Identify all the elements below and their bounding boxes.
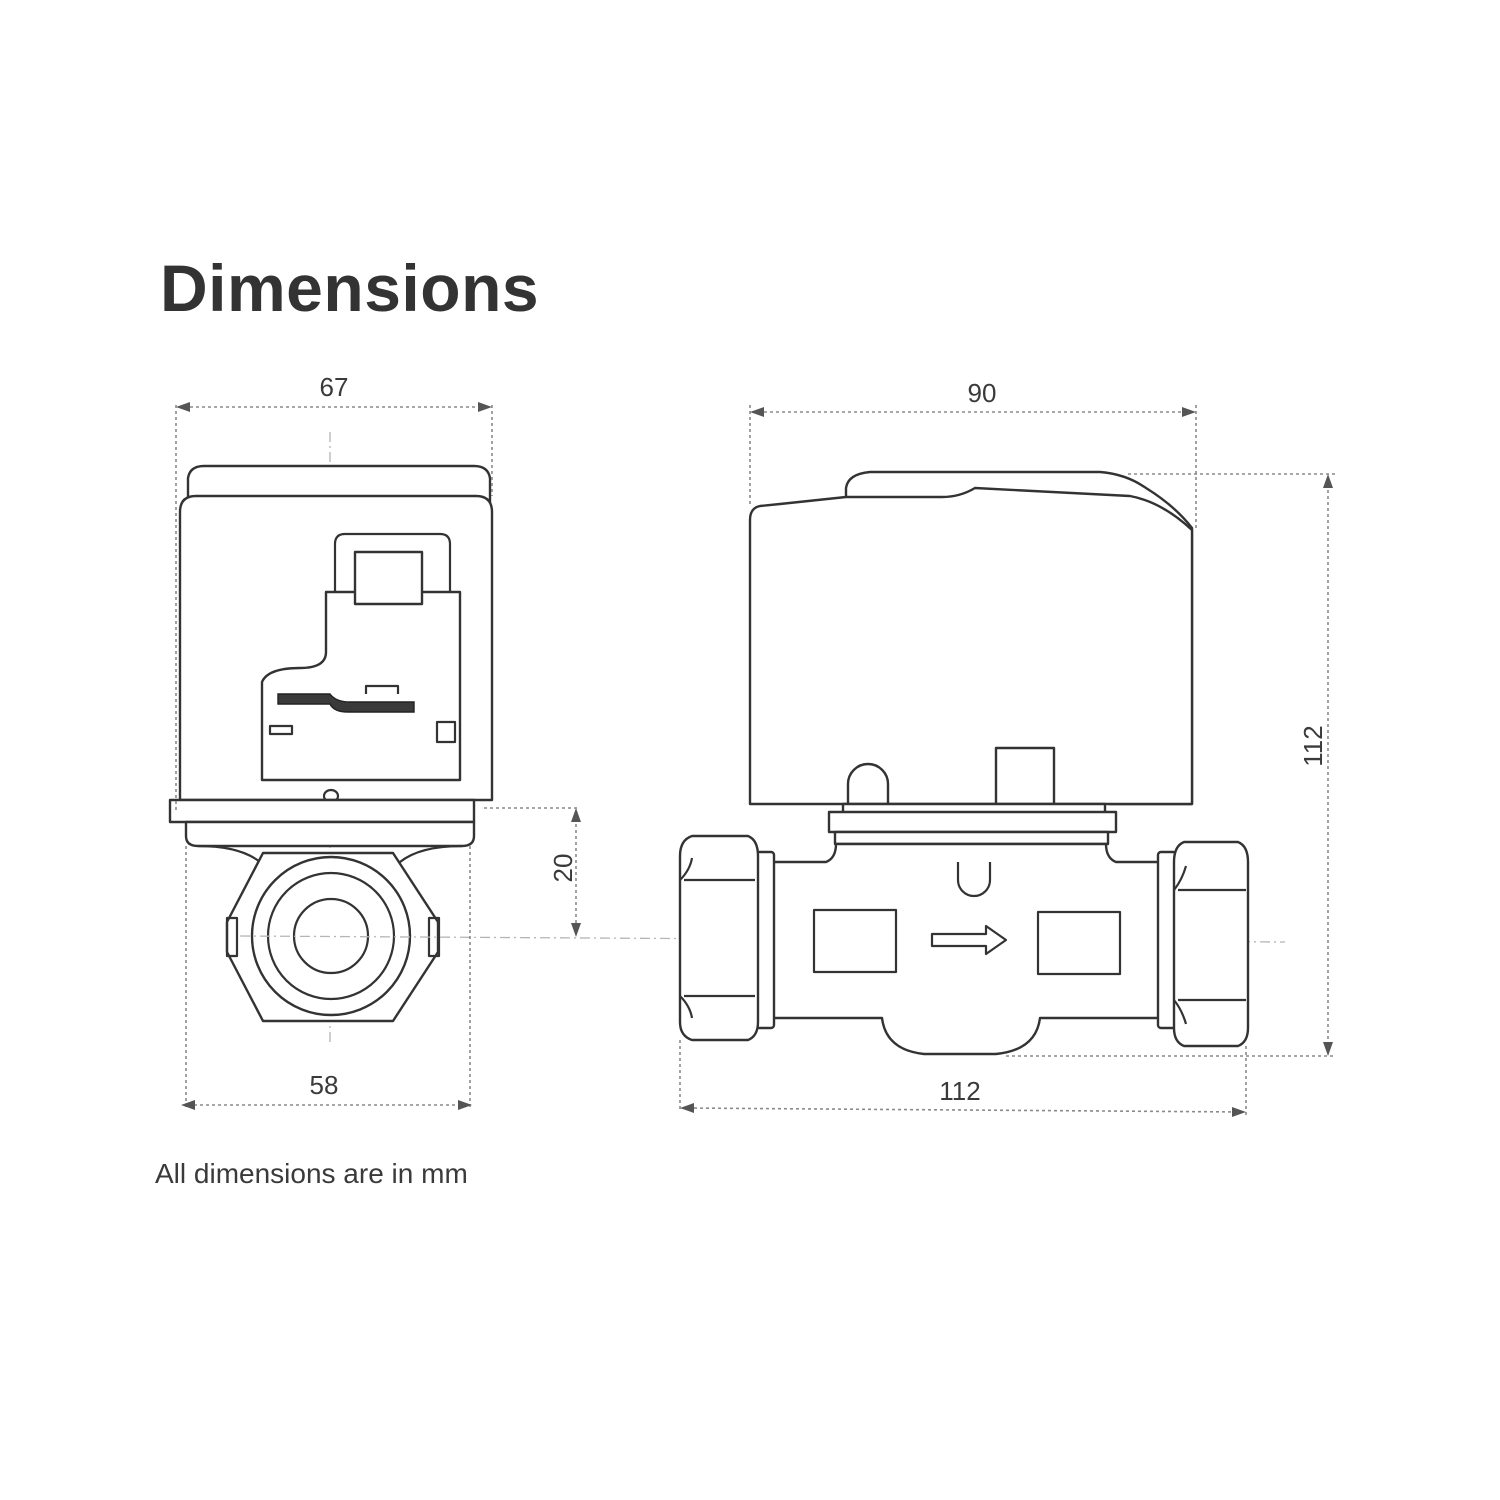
front-width-bottom-label: 58 [310, 1070, 339, 1100]
front-height-dimension: 20 [484, 807, 581, 937]
page-title: Dimensions [160, 251, 540, 325]
side-bottom-width-dimension: 112 [679, 1040, 1247, 1117]
units-footnote: All dimensions are in mm [155, 1158, 468, 1189]
side-left-union-nut [678, 834, 776, 1042]
front-width-top-label: 67 [320, 372, 349, 402]
side-right-union-nut [1156, 840, 1250, 1048]
side-view: 90 112 112 [678, 378, 1336, 1117]
front-fitting [197, 844, 1286, 1023]
side-top-width-dimension: 90 [749, 378, 1197, 528]
front-top-width-dimension: 67 [175, 372, 493, 812]
side-mounting-plate [827, 802, 1118, 846]
front-view: 67 58 20 [168, 372, 1286, 1110]
side-height-label: 112 [1298, 725, 1328, 766]
side-width-bottom-label: 112 [939, 1076, 980, 1106]
side-width-top-label: 90 [968, 378, 997, 408]
front-height-label: 20 [548, 854, 578, 883]
front-actuator-head [178, 464, 494, 804]
front-bottom-width-dimension: 58 [181, 846, 472, 1110]
side-height-dimension: 112 [1006, 473, 1336, 1057]
side-actuator-head [748, 470, 1194, 806]
side-valve-body [771, 842, 1162, 1056]
front-mounting-plate [168, 798, 476, 848]
